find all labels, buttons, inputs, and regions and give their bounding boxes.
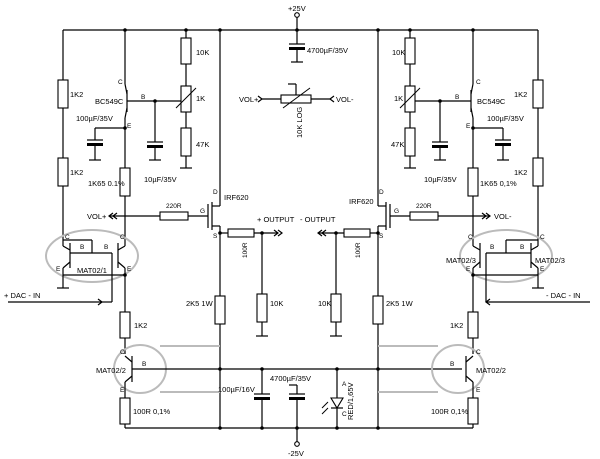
right-r-out: 100R — [355, 242, 362, 258]
left-mosfet-label: IRF620 — [224, 193, 249, 202]
left-mosfet-g: G — [200, 208, 205, 215]
right-mat3-c2: C — [540, 234, 545, 241]
right-mat2-c: C — [476, 349, 481, 356]
top-cap-label: 4700µF/35V — [307, 46, 348, 55]
left-vol-label: VOL+ — [87, 212, 107, 221]
right-mosfet-g: G — [394, 208, 399, 215]
right-mat2-b: B — [450, 361, 454, 368]
right-mat3-e1: E — [466, 266, 471, 273]
right-mosfet-label: IRF620 — [349, 197, 374, 206]
left-mat1-b2: B — [104, 244, 108, 251]
left-mosfet-s: S — [213, 233, 218, 240]
right-channel: 1K2 1K2 C B E BC549C 1K65 0,1% 100µF/35V… — [300, 30, 590, 428]
right-r-gate: 220R — [416, 203, 432, 210]
vplus-label: +25V — [288, 4, 306, 13]
left-mat2-b: B — [142, 361, 146, 368]
top-filter-capacitor: 4700µF/35V — [289, 30, 348, 63]
left-output-label: + OUTPUT — [257, 215, 295, 224]
left-transistor-label: BC549C — [95, 97, 124, 106]
right-c-100: 100µF/35V — [487, 114, 524, 123]
left-mosfet-d: D — [213, 189, 218, 196]
right-mat-top2: MAT02/3 — [535, 256, 565, 265]
led-anode: A — [342, 381, 347, 388]
left-bc-e: E — [127, 123, 132, 130]
left-bc-b: B — [141, 94, 145, 101]
left-r-gate: 220R — [166, 203, 182, 210]
bottom-c1: 100µF/16V — [218, 385, 255, 394]
led-cathode: C — [342, 411, 347, 418]
left-mat2-c: C — [120, 349, 125, 356]
right-r-47k: 47K — [391, 140, 404, 149]
vminus-label: -25V — [288, 449, 304, 458]
right-output-label: - OUTPUT — [300, 215, 336, 224]
right-mat3-b1: B — [490, 244, 494, 251]
right-r-1k2-low: 1K2 — [450, 321, 463, 330]
right-dac-label: - DAC - IN — [546, 291, 581, 300]
right-r-1k2-top: 1K2 — [514, 90, 527, 99]
left-c-100: 100µF/35V — [76, 114, 113, 123]
right-bc-b: B — [455, 94, 459, 101]
vol-minus-terminal: VOL- — [336, 95, 354, 104]
right-mat-bottom: MAT02/2 — [476, 366, 506, 375]
supply-rails: +25V -25V — [63, 4, 538, 458]
right-mat3-e2: E — [540, 266, 545, 273]
left-c-base: 10µF/35V — [144, 175, 177, 184]
right-transistor-label: BC549C — [477, 97, 506, 106]
left-mat1-e2: E — [127, 266, 132, 273]
left-mat-bottom: MAT02/2 — [96, 366, 126, 375]
left-r-emitter: 100R 0,1% — [133, 407, 170, 416]
right-mosfet-d: D — [379, 189, 384, 196]
left-pot: 1K — [196, 94, 205, 103]
right-r-emitter: 100R 0,1% — [431, 407, 468, 416]
right-r-top: 10K — [392, 48, 405, 57]
left-r-1k2-top: 1K2 — [70, 90, 83, 99]
right-vol-label: VOL- — [494, 212, 512, 221]
right-bc-c: C — [476, 79, 481, 86]
bottom-bias-network: 100µF/16V 4700µF/35V A C RED/1,65V — [218, 369, 355, 428]
left-r-1k65: 1K65 0.1% — [88, 179, 125, 188]
left-mat-top: MAT02/1 — [77, 266, 107, 275]
left-r-10k-out: 10K — [270, 299, 283, 308]
left-channel: 1K2 1K2 C B E BC549C 1K65 0.1% 100µF/35V… — [4, 30, 462, 428]
left-bc-c: C — [118, 79, 123, 86]
right-mosfet-s: S — [379, 233, 384, 240]
bottom-c2: 4700µF/35V — [270, 374, 311, 383]
right-r-1k65: 1K65 0,1% — [480, 179, 517, 188]
bottom-led: RED/1,65V — [346, 382, 355, 420]
left-mat1-c2: C — [120, 234, 125, 241]
right-r-2k5: 2K5 1W — [386, 299, 414, 308]
volume-pot-label: 10K LOG — [295, 107, 304, 138]
right-r-10k-out: 10K — [318, 299, 331, 308]
left-r-top: 10K — [196, 48, 209, 57]
right-c-base: 10µF/35V — [424, 175, 457, 184]
left-r-1k2-mid: 1K2 — [70, 168, 83, 177]
left-mat2-e: E — [120, 387, 125, 394]
left-mat1-b1: B — [80, 244, 84, 251]
right-mat-top: MAT02/3 — [446, 256, 476, 265]
left-dac-label: + DAC - IN — [4, 291, 40, 300]
left-r-47k: 47K — [196, 140, 209, 149]
volume-potentiometer: VOL+ VOL- 10K LOG — [239, 83, 354, 138]
right-bc-e: E — [466, 123, 471, 130]
vol-plus-terminal: VOL+ — [239, 95, 259, 104]
left-r-2k5: 2K5 1W — [186, 299, 214, 308]
right-mat3-c1: C — [468, 234, 473, 241]
left-mat1-e1: E — [56, 266, 61, 273]
left-r-1k2-low: 1K2 — [134, 321, 147, 330]
left-mat1-c1: C — [65, 234, 70, 241]
right-mat2-e: E — [476, 387, 481, 394]
left-r-out: 100R — [242, 242, 249, 258]
right-mat3-b2: B — [520, 244, 524, 251]
right-pot: 1K — [394, 94, 403, 103]
right-r-1k2-mid: 1K2 — [514, 168, 527, 177]
junction-dots — [123, 28, 475, 430]
